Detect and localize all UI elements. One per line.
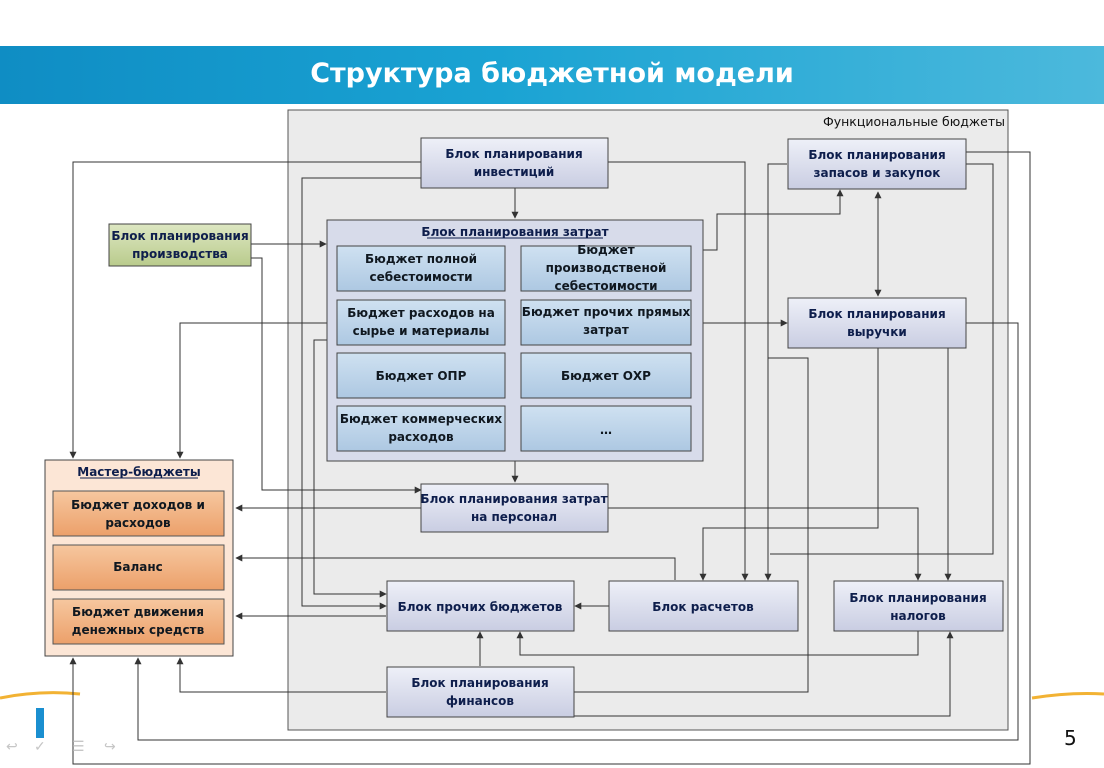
personnel-block-line2: на персонал xyxy=(471,510,557,524)
finance-block-line2: финансов xyxy=(446,694,514,708)
pen-icon[interactable]: ✓ xyxy=(34,738,46,754)
full-cost-budget-line2: себестоимости xyxy=(369,270,472,284)
cash-flow-line1: Бюджет движения xyxy=(72,605,204,619)
decor-swoosh-right xyxy=(1031,692,1104,700)
personnel-cost-planning-block: Блок планирования затрат на персонал xyxy=(420,483,609,533)
investment-block-line2: инвестиций xyxy=(474,165,555,179)
other-direct-costs-line1: Бюджет прочих прямых xyxy=(522,305,691,319)
header-bar xyxy=(0,46,1104,104)
production-block-line1: Блок планирования xyxy=(111,229,248,243)
more-budgets-placeholder xyxy=(520,405,692,452)
settlements-block: Блок расчетов xyxy=(608,580,799,632)
menu-icon[interactable]: ☰ xyxy=(72,738,85,754)
income-expense-budget xyxy=(52,490,225,537)
production-cost-budget-line3: себестоимости xyxy=(554,279,657,293)
balance-sheet-label: Баланс xyxy=(113,560,163,574)
commercial-expenses-budget xyxy=(336,405,506,452)
income-expense-line1: Бюджет доходов и xyxy=(71,498,205,512)
production-planning-block: Блок планирования производства xyxy=(108,223,252,267)
inventory-block-line1: Блок планирования xyxy=(808,148,945,162)
slide-number: 5 xyxy=(1064,726,1077,750)
forward-arrow-icon[interactable]: ↪ xyxy=(104,738,116,754)
investment-planning-block: Блок планирования инвестиций xyxy=(420,137,609,189)
income-expense-line2: расходов xyxy=(105,516,171,530)
inventory-planning-block: Блок планирования запасов и закупок xyxy=(787,138,967,190)
opr-budget-label: Бюджет ОПР xyxy=(376,369,467,383)
settlements-label: Блок расчетов xyxy=(652,600,754,614)
commercial-expenses-line1: Бюджет коммерческих xyxy=(340,412,502,426)
full-cost-budget xyxy=(336,245,506,292)
revenue-planning-block: Блок планирования выручки xyxy=(787,297,967,349)
cash-flow-budget xyxy=(52,598,225,645)
more-budgets-ellipsis: … xyxy=(600,423,612,437)
other-budgets-block: Блок прочих бюджетов xyxy=(386,580,575,632)
back-arrow-icon[interactable]: ↩ xyxy=(6,738,18,754)
materials-budget xyxy=(336,299,506,346)
taxes-block-line2: налогов xyxy=(890,609,946,623)
other-direct-costs-line2: затрат xyxy=(583,323,629,337)
production-cost-budget xyxy=(520,245,692,292)
ohr-budget-label: Бюджет ОХР xyxy=(561,369,651,383)
cash-flow-line2: денежных средств xyxy=(72,623,205,637)
finance-planning-block: Блок планирования финансов xyxy=(386,666,575,718)
inventory-block-line2: запасов и закупок xyxy=(814,166,941,180)
tax-planning-block: Блок планирования налогов xyxy=(833,580,1004,632)
cost-block-title: Блок планирования затрат xyxy=(421,225,608,239)
balance-sheet-budget xyxy=(52,544,225,591)
investment-block-line1: Блок планирования xyxy=(445,147,582,161)
production-cost-budget-line2: производственой xyxy=(546,261,667,275)
master-budgets-block: Мастер-бюджеты Бюджет доходов и расходов… xyxy=(44,459,234,657)
revenue-block-line2: выручки xyxy=(847,325,907,339)
cost-planning-block: Блок планирования затрат Бюджет полной с… xyxy=(326,219,704,462)
functional-budgets-label: Функциональные бюджеты xyxy=(823,114,1005,129)
production-cost-budget-line1: Бюджет xyxy=(577,243,635,257)
revenue-block-line1: Блок планирования xyxy=(808,307,945,321)
other-direct-costs-budget xyxy=(520,299,692,346)
full-cost-budget-line1: Бюджет полной xyxy=(365,252,477,266)
decor-logo-fragment xyxy=(36,708,44,738)
slide-title: Структура бюджетной модели xyxy=(310,58,794,89)
materials-budget-line1: Бюджет расходов на xyxy=(347,306,495,320)
taxes-block-line1: Блок планирования xyxy=(849,591,986,605)
personnel-block-line1: Блок планирования затрат xyxy=(420,492,607,506)
production-block-line2: производства xyxy=(132,247,228,261)
commercial-expenses-line2: расходов xyxy=(388,430,454,444)
finance-block-line1: Блок планирования xyxy=(411,676,548,690)
opr-budget xyxy=(336,352,506,399)
materials-budget-line2: сырье и материалы xyxy=(353,324,490,338)
connectors xyxy=(69,151,1031,765)
ohr-budget xyxy=(520,352,692,399)
master-budgets-title: Мастер-бюджеты xyxy=(77,465,200,479)
other-budgets-label: Блок прочих бюджетов xyxy=(398,600,563,614)
